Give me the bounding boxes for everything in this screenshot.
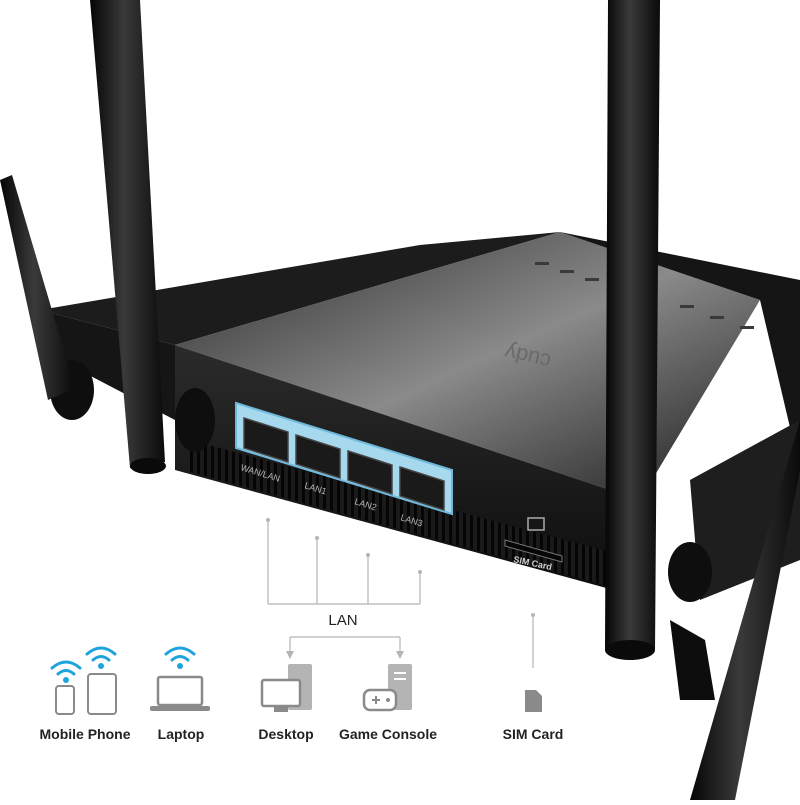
game-console-icon [362, 664, 412, 712]
port-wan-lan [243, 416, 289, 464]
device-label-game-console: Game Console [338, 726, 438, 742]
router-vents [190, 440, 640, 595]
desktop-icon [260, 664, 312, 712]
port-lan3 [399, 465, 445, 512]
router-top-rear [40, 232, 560, 345]
lan-connection-lines [267, 520, 534, 668]
device-label-laptop: Laptop [157, 726, 205, 742]
device-label-sim-card: SIM Card [502, 726, 564, 742]
phone-tablet-wifi-icon [50, 646, 117, 715]
antenna-far-left [0, 175, 75, 400]
sim-card-icon [525, 690, 542, 712]
antenna-base-left [175, 388, 215, 452]
status-leds [535, 262, 754, 329]
antenna-left [90, 0, 165, 468]
ethernet-ports [243, 416, 445, 512]
antenna-far-right [690, 420, 800, 800]
antenna-right [605, 0, 660, 650]
laptop-wifi-icon [150, 646, 210, 711]
ethernet-port-panel [235, 401, 453, 516]
port-lan1 [295, 433, 341, 480]
device-label-mobile-phone: Mobile Phone [39, 726, 131, 742]
port-lan2 [347, 449, 393, 496]
device-label-desktop: Desktop [258, 726, 314, 742]
lan-label: LAN [328, 612, 358, 629]
